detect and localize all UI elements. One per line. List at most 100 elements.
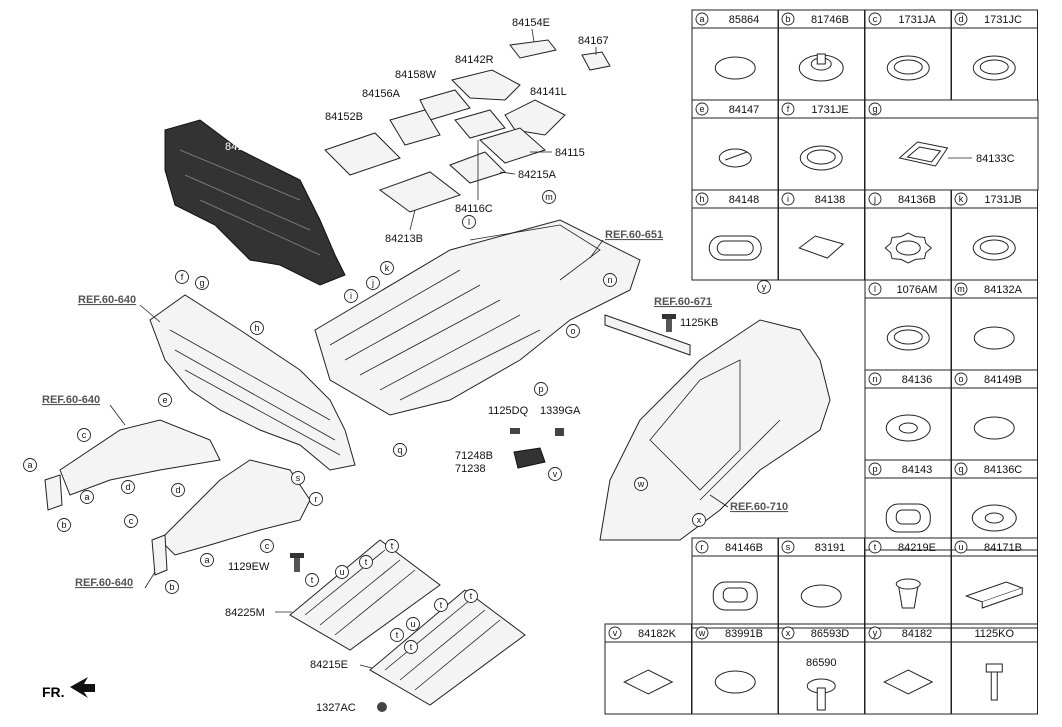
under-cover-84215E[interactable]: 84215E [310,589,526,706]
mat-84158W[interactable]: 84158W [395,69,471,121]
mat-84154E[interactable]: 84154E [509,17,557,59]
legend-letter-k: k [954,192,968,206]
legend-part-number: 84171B [984,542,1022,554]
legend-part-number: 84182K [638,628,677,640]
callout-letter: q [397,445,402,455]
ref-60-640-top[interactable]: REF.60-640 [78,294,136,306]
bolt-1125DQ[interactable]: 1125DQ [488,405,529,434]
mat-84156A[interactable]: 84156A [362,88,441,146]
callout-letter: b [169,582,174,592]
legend-icon [973,326,1015,350]
legend-part-number: 1731JA [898,14,936,26]
callout-d: d [171,483,185,497]
legend-part-number: 86593D [811,628,850,640]
label-71238: 71238 [455,463,486,475]
side-body-panel[interactable] [599,319,831,541]
callout-letter: t [365,557,368,567]
mat-84213B[interactable]: 84213B [378,171,462,245]
nut-1339GA[interactable]: 1339GA [540,405,581,436]
legend-letter: d [958,14,963,24]
cowl-panel[interactable] [149,294,356,471]
callout-j: j [366,276,380,290]
legend-part-number: 85864 [729,14,760,26]
front-side-member-lower[interactable] [151,459,311,576]
bolt-1129EW[interactable]: 1129EW [228,553,304,573]
label-1125KB: 1125KB [680,317,718,329]
legend-letter: v [613,628,618,638]
legend-part-number: 84136 [902,374,933,386]
callout-a: a [80,490,94,504]
legend-letter-o: o [954,372,968,386]
ref-60-651[interactable]: REF.60-651 [605,229,663,241]
callout-m: m [542,190,556,204]
callout-letter: d [175,485,180,495]
mat-84152B[interactable]: 84152B [324,111,401,176]
legend-part-number: 84182 [902,628,933,640]
callout-t: t [434,598,448,612]
label-84215E: 84215E [310,659,348,671]
ref-60-710[interactable]: REF.60-710 [730,501,788,513]
label-84115: 84115 [555,147,585,159]
legend-part-number: 84143 [902,464,933,476]
label-71248B: 71248B [455,450,493,462]
label-84154E: 84154E [512,17,550,29]
label-84167: 84167 [578,35,609,47]
front-side-member-upper[interactable] [44,419,221,511]
legend-part-number: 1731JB [984,194,1021,206]
legend-cell-c: c 1731JA [864,9,952,101]
ref-60-640-mid[interactable]: REF.60-640 [42,394,100,406]
legend-letter-r: r [695,540,709,554]
mat-84215A[interactable]: 84215A [449,151,557,184]
legend-icon [800,584,842,608]
mat-84167[interactable]: 84167 [578,35,611,71]
mat-84115[interactable]: 84115 [454,109,585,164]
legend-letter: u [958,542,963,552]
legend-letter: r [701,542,704,552]
callout-letter: g [199,278,204,288]
mat-84142R[interactable]: 84142R [451,54,521,101]
legend-cell-k: k 1731JB [950,189,1038,281]
legend-icon [714,56,756,80]
under-cover-84225M[interactable]: 84225M [225,539,441,651]
ref-60-640-bottom[interactable]: REF.60-640 [75,577,133,589]
ref-60-671[interactable]: REF.60-671 [654,296,712,308]
callout-f: f [175,270,189,284]
callout-letter: w [637,479,645,489]
label-84213B: 84213B [385,233,423,245]
callout-letter: x [697,515,702,525]
nut-1327AC[interactable]: 1327AC [316,702,387,714]
legend-letter-h: h [695,192,709,206]
label-84142R: 84142R [455,54,494,66]
callout-letter: a [204,555,209,565]
floor-pan[interactable] [314,219,641,416]
legend-letter-c: c [868,12,882,26]
roof-rail[interactable] [604,314,691,356]
callout-r: r [309,492,323,506]
dash-panel-84120[interactable]: 84120 [164,119,346,286]
legend-icon [895,578,921,609]
callout-letter: t [311,575,314,585]
callout-i: i [344,289,358,303]
legend-icon [718,148,752,168]
legend-inner-part: 84133C [976,153,1015,165]
legend-letter: e [699,104,704,114]
callout-h: h [250,321,264,335]
callout-letter: k [385,263,390,273]
callout-letter: t [410,642,413,652]
legend-letter-q: q [954,462,968,476]
bracket-71248B[interactable]: 71248B 71238 [455,447,546,475]
legend-part-number: 83991B [725,628,763,640]
legend-icon [972,55,1016,81]
legend-letter: t [874,542,877,552]
legend-part-number: 84148 [729,194,760,206]
legend-letter: b [785,14,790,24]
bolt-1125KB[interactable]: 1125KB [662,314,718,332]
mat-84141L[interactable]: 84141L [504,86,567,136]
